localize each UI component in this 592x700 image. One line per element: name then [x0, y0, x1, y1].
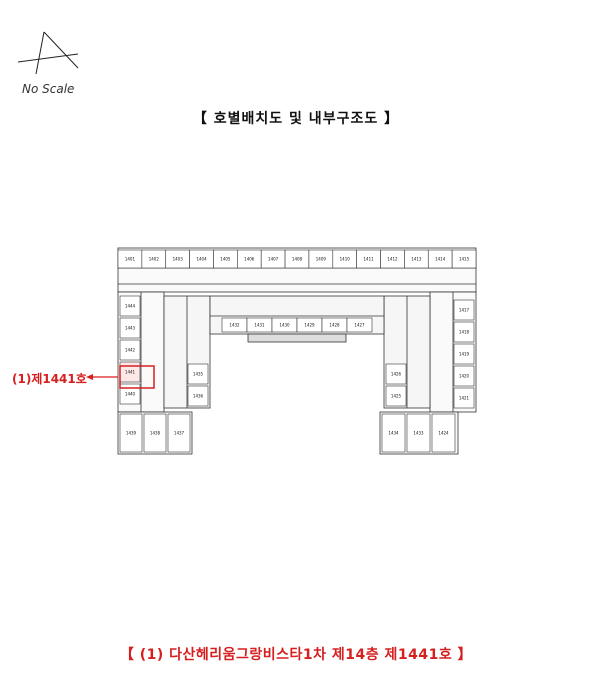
unit-1421	[453, 387, 475, 409]
unit-1434	[381, 413, 406, 453]
unit-label-1415: 1415	[459, 257, 470, 262]
unit-1435	[187, 363, 209, 385]
unit-label-1405: 1405	[220, 257, 231, 262]
unit-1433	[406, 413, 431, 453]
unit-label-1420: 1420	[459, 374, 470, 379]
unit-label-1426: 1426	[391, 372, 402, 377]
unit-1418	[453, 321, 475, 343]
unit-label-1430: 1430	[279, 323, 290, 328]
unit-label-1434: 1434	[388, 431, 399, 436]
unit-label-1414: 1414	[435, 257, 446, 262]
unit-label-1417: 1417	[459, 308, 470, 313]
unit-1426	[385, 363, 407, 385]
unit-label-1412: 1412	[387, 257, 398, 262]
unit-label-1408: 1408	[292, 257, 303, 262]
unit-1415	[451, 249, 477, 269]
unit-label-1421: 1421	[459, 396, 470, 401]
unit-label-1403: 1403	[173, 257, 184, 262]
unit-label-1444: 1444	[125, 304, 136, 309]
unit-label-1407: 1407	[268, 257, 279, 262]
unit-1442	[119, 339, 141, 361]
unit-label-1409: 1409	[316, 257, 327, 262]
unit-1443	[119, 317, 141, 339]
unit-label-1442: 1442	[125, 348, 136, 353]
unit-label-1410: 1410	[340, 257, 351, 262]
unit-1420	[453, 365, 475, 387]
unit-callout-label: (1)제1441호	[12, 372, 87, 386]
unit-1436	[187, 385, 209, 407]
unit-label-1429: 1429	[304, 323, 315, 328]
unit-label-1402: 1402	[149, 257, 160, 262]
unit-label-1440: 1440	[125, 392, 136, 397]
scale-note: No Scale	[22, 82, 75, 96]
unit-1440	[119, 383, 141, 405]
unit-1439	[119, 413, 143, 453]
unit-1438	[143, 413, 167, 453]
unit-label-1419: 1419	[459, 352, 470, 357]
unit-label-1418: 1418	[459, 330, 470, 335]
unit-label-1438: 1438	[150, 431, 161, 436]
unit-1424	[431, 413, 456, 453]
footer-unit-title: 【 (1) 다산헤리움그랑비스타1차 제14층 제1441호 】	[119, 647, 473, 663]
unit-1444	[119, 295, 141, 317]
unit-label-1435: 1435	[193, 372, 204, 377]
unit-label-1428: 1428	[329, 323, 340, 328]
highlighted-unit-box	[119, 365, 155, 389]
unit-1419	[453, 343, 475, 365]
unit-label-1406: 1406	[244, 257, 255, 262]
unit-label-1411: 1411	[364, 257, 375, 262]
unit-label-1443: 1443	[125, 326, 136, 331]
unit-1417	[453, 299, 475, 321]
unit-label-1404: 1404	[196, 257, 207, 262]
unit-label-1437: 1437	[174, 431, 185, 436]
unit-label-1439: 1439	[126, 431, 137, 436]
unit-1437	[167, 413, 191, 453]
unit-label-1401: 1401	[125, 257, 136, 262]
unit-label-1425: 1425	[391, 394, 402, 399]
unit-label-1431: 1431	[254, 323, 265, 328]
unit-label-1441: 1441	[125, 370, 136, 375]
unit-label-1427: 1427	[354, 323, 365, 328]
unit-1427	[346, 317, 373, 333]
unit-label-1432: 1432	[229, 323, 240, 328]
unit-label-1433: 1433	[413, 431, 424, 436]
unit-1425	[385, 385, 407, 407]
callout-arrowhead-icon	[86, 374, 93, 380]
unit-label-1413: 1413	[411, 257, 422, 262]
unit-label-1436: 1436	[193, 394, 204, 399]
unit-label-1424: 1424	[438, 431, 449, 436]
north-arrow-icon	[17, 31, 79, 75]
page-title: 【 호별배치도 및 내부구조도 】	[192, 111, 400, 127]
